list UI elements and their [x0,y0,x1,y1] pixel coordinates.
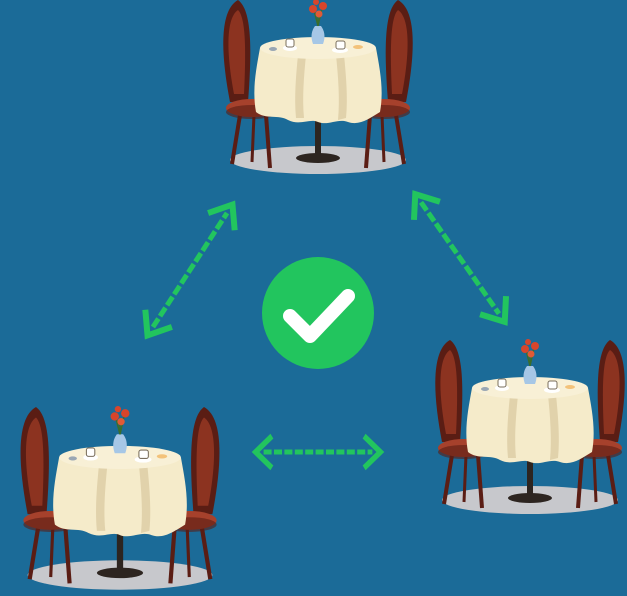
check-circle-icon [262,257,374,369]
table-bottom-left [21,406,220,590]
table-bottom-right [435,339,624,514]
arrow-bottom-horizontal [256,438,381,466]
arrow-right-diagonal [404,186,516,330]
table-top [223,0,412,174]
arrow-left-diagonal [136,197,244,343]
